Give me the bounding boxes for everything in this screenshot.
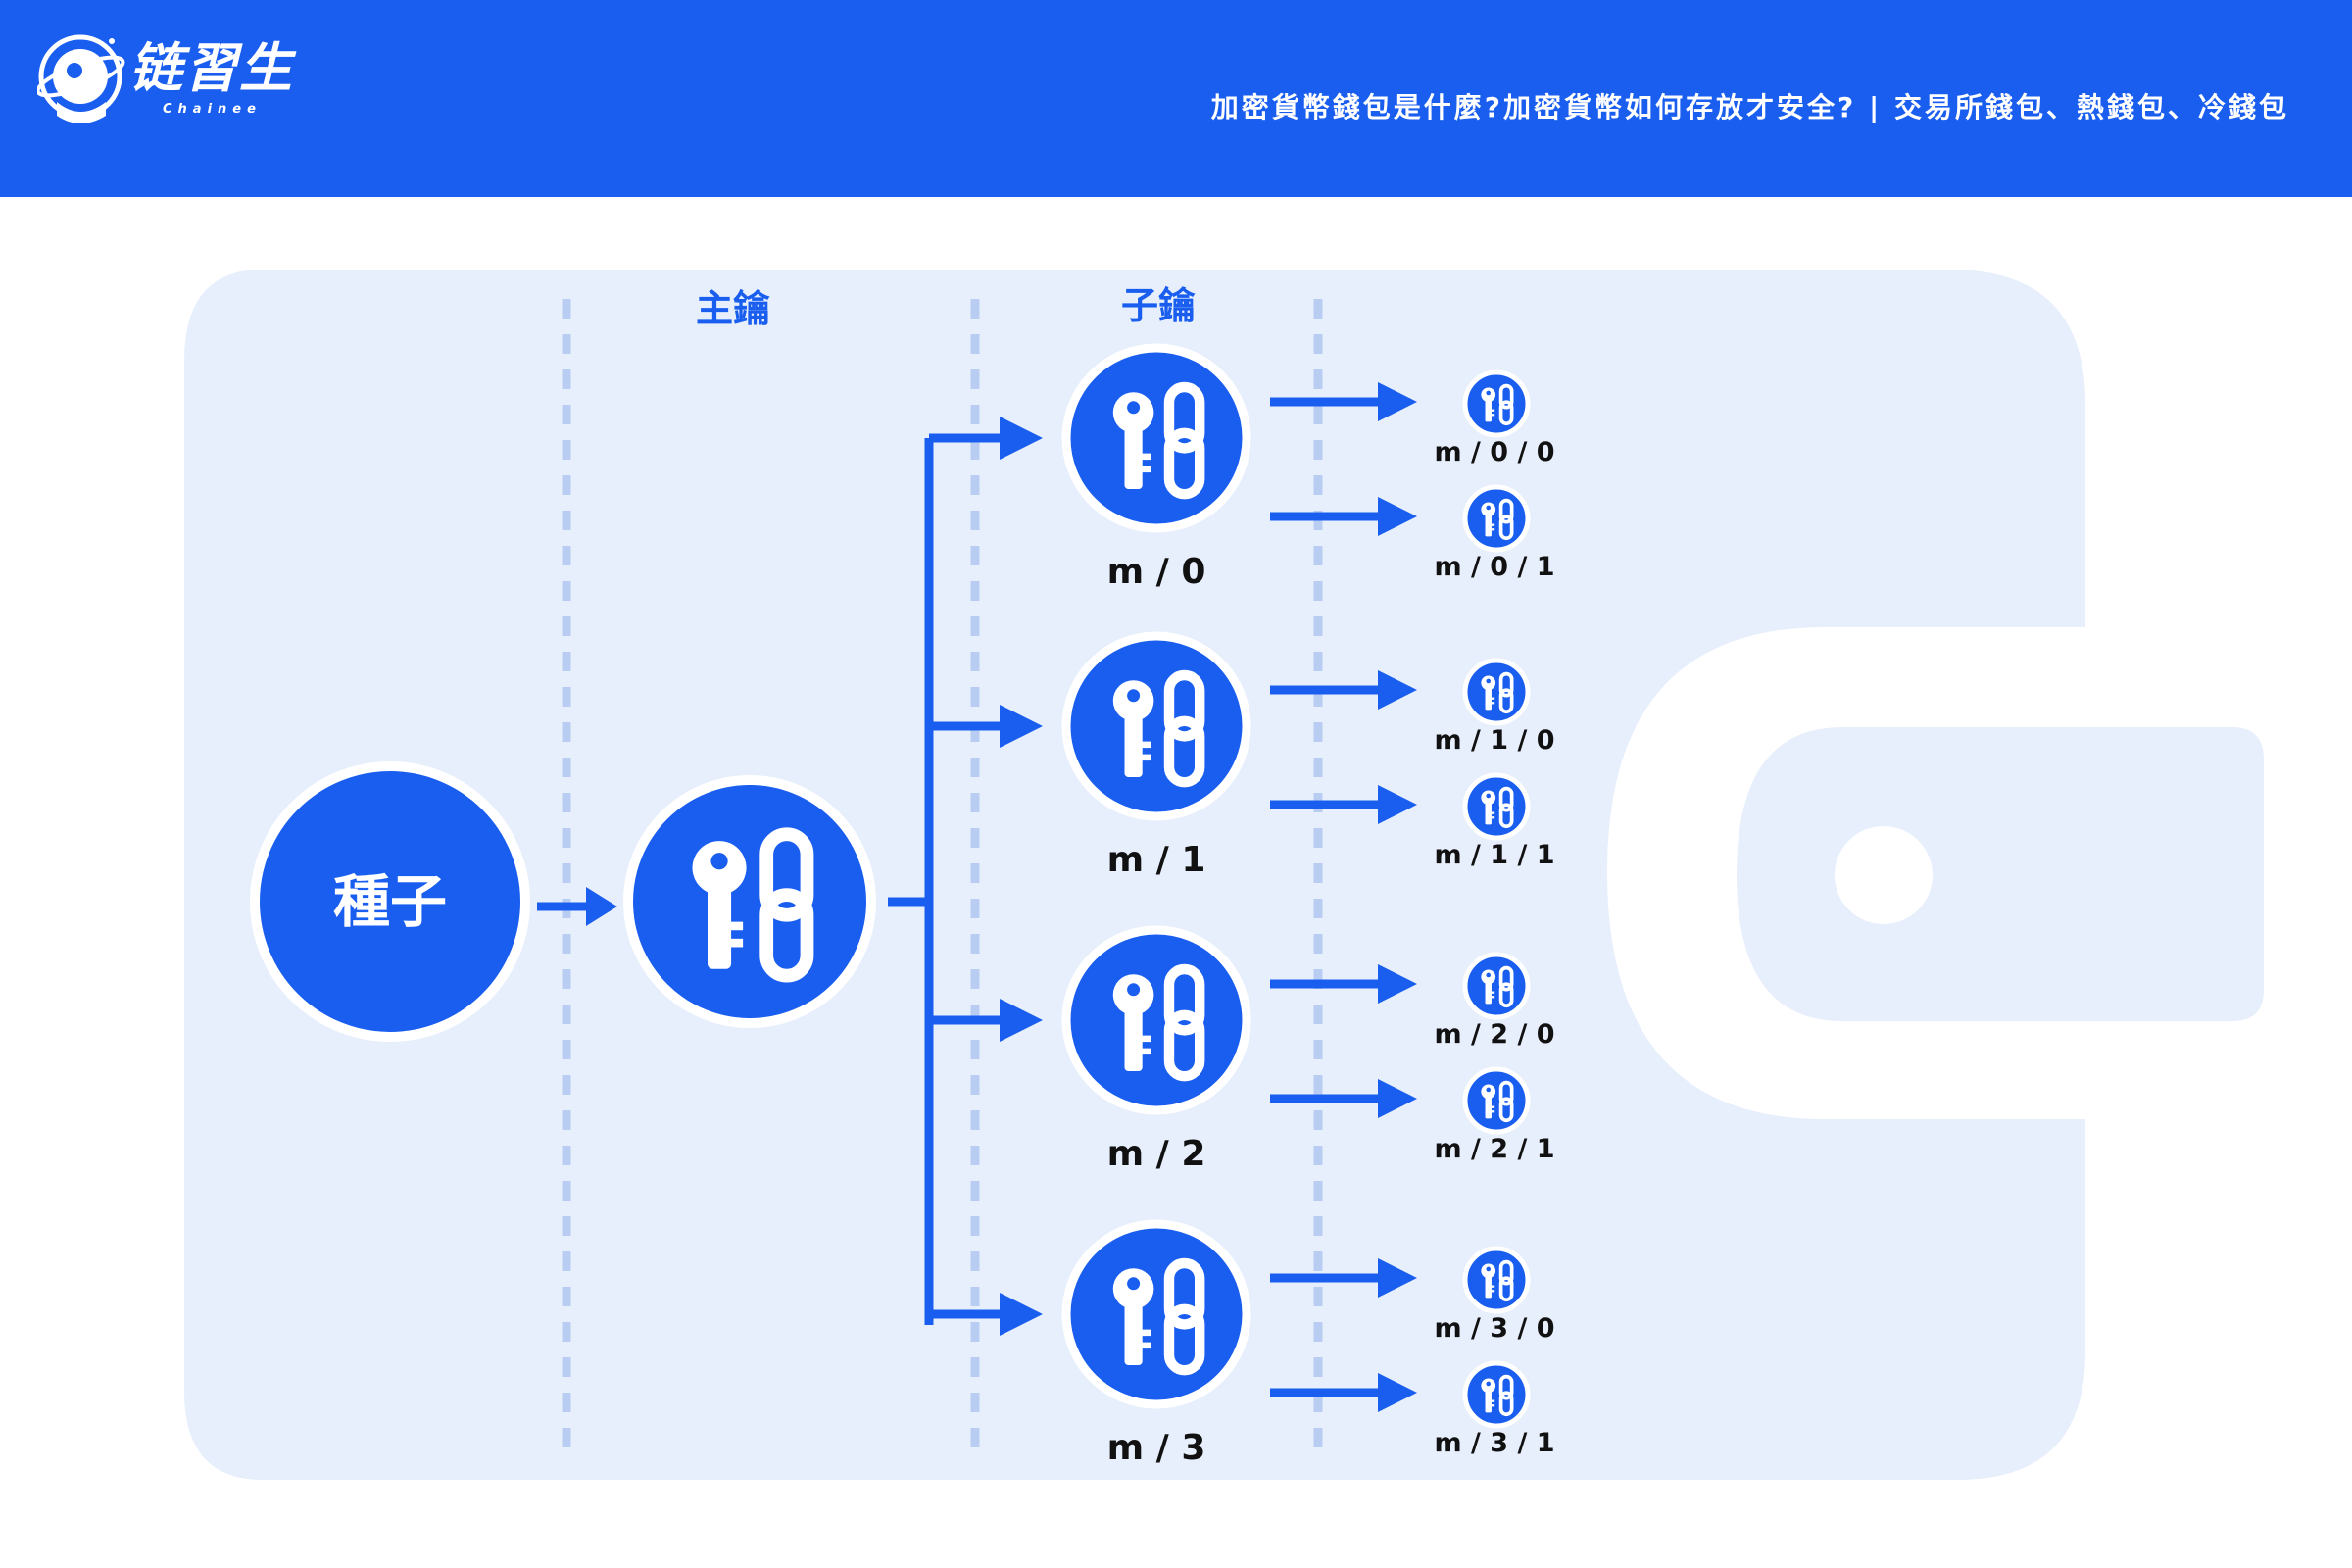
derive-arrowhead xyxy=(1378,785,1417,824)
grandchild-key-circle xyxy=(1462,1066,1531,1135)
grandchild-key-node: m / 0 / 0 xyxy=(1270,369,1555,467)
grandchild-key-node: m / 0 / 1 xyxy=(1270,484,1555,582)
derive-arrowhead xyxy=(1378,1258,1417,1298)
seed-node: 種子 xyxy=(250,761,530,1042)
child-key-circle xyxy=(1061,343,1251,533)
derive-arrowhead xyxy=(1378,497,1417,536)
brand-name: 链習生 xyxy=(129,37,294,99)
grandchild-key-label: m / 2 / 0 xyxy=(1434,1019,1554,1050)
derive-arrowhead xyxy=(1378,964,1417,1004)
seed-label: 種子 xyxy=(333,868,447,935)
grandchild-key-circle xyxy=(1462,1360,1531,1429)
grandchild-key-circle xyxy=(1462,484,1531,553)
child-key-circle xyxy=(1061,925,1251,1115)
grandchild-key-node: m / 2 / 1 xyxy=(1270,1066,1555,1164)
grandchild-key-circle xyxy=(1462,952,1531,1020)
grandchild-key-circle xyxy=(1462,369,1531,438)
grandchild-key-circle xyxy=(1462,658,1531,726)
child-key-node: m / 0 xyxy=(929,343,1251,592)
grandchild-key-node: m / 3 / 0 xyxy=(1270,1246,1555,1344)
grandchild-key-label: m / 0 / 1 xyxy=(1434,552,1554,582)
child-key-node: m / 1 xyxy=(929,631,1251,880)
derive-arrowhead xyxy=(1378,1373,1417,1412)
grandchild-key-node: m / 1 / 0 xyxy=(1270,658,1555,756)
header-bar: 链習生 Chainee 加密貨幣錢包是什麼?加密貨幣如何存放才安全? | 交易所… xyxy=(0,0,2352,197)
derive-arrowhead xyxy=(1378,670,1417,710)
grandchild-key-node: m / 2 / 0 xyxy=(1270,952,1555,1050)
grandchild-key-circle xyxy=(1462,772,1531,841)
child-key-heading: 子鑰 xyxy=(1121,284,1196,327)
derive-arrowhead xyxy=(1378,382,1417,421)
grandchild-key-circle xyxy=(1462,1246,1531,1314)
child-key-label: m / 0 xyxy=(1107,552,1206,592)
grandchild-key-label: m / 0 / 0 xyxy=(1434,437,1554,467)
grandchild-key-node: m / 1 / 1 xyxy=(1270,772,1555,870)
article-title: 加密貨幣錢包是什麼?加密貨幣如何存放才安全? | 交易所錢包、熱錢包、冷錢包 xyxy=(1210,91,2289,123)
seed-to-master-arrow xyxy=(537,887,617,926)
grandchild-key-label: m / 2 / 1 xyxy=(1434,1134,1554,1164)
child-key-label: m / 2 xyxy=(1107,1134,1206,1174)
branch-arrowhead xyxy=(1000,999,1043,1042)
master-key-heading: 主鑰 xyxy=(696,287,770,330)
chainee-logo-icon xyxy=(37,34,125,123)
child-key-circle xyxy=(1061,631,1251,821)
branch-connector xyxy=(888,438,934,1325)
grandchild-key-label: m / 1 / 1 xyxy=(1434,840,1554,870)
grandchild-key-label: m / 3 / 0 xyxy=(1434,1313,1554,1344)
wallet-background xyxy=(184,270,2264,1480)
grandchild-key-label: m / 3 / 1 xyxy=(1434,1428,1554,1458)
master-key-node xyxy=(623,775,876,1028)
child-key-node: m / 3 xyxy=(929,1219,1251,1468)
brand-subtitle: Chainee xyxy=(163,102,262,117)
child-key-circle xyxy=(1061,1219,1251,1409)
child-key-label: m / 3 xyxy=(1107,1428,1206,1468)
branch-arrowhead xyxy=(1000,416,1043,460)
branch-arrowhead xyxy=(1000,705,1043,748)
branch-arrowhead xyxy=(1000,1293,1043,1336)
grandchild-key-node: m / 3 / 1 xyxy=(1270,1360,1555,1458)
child-key-label: m / 1 xyxy=(1107,840,1206,880)
derive-arrowhead xyxy=(1378,1079,1417,1118)
grandchild-key-label: m / 1 / 0 xyxy=(1434,725,1554,756)
child-key-node: m / 2 xyxy=(929,925,1251,1174)
